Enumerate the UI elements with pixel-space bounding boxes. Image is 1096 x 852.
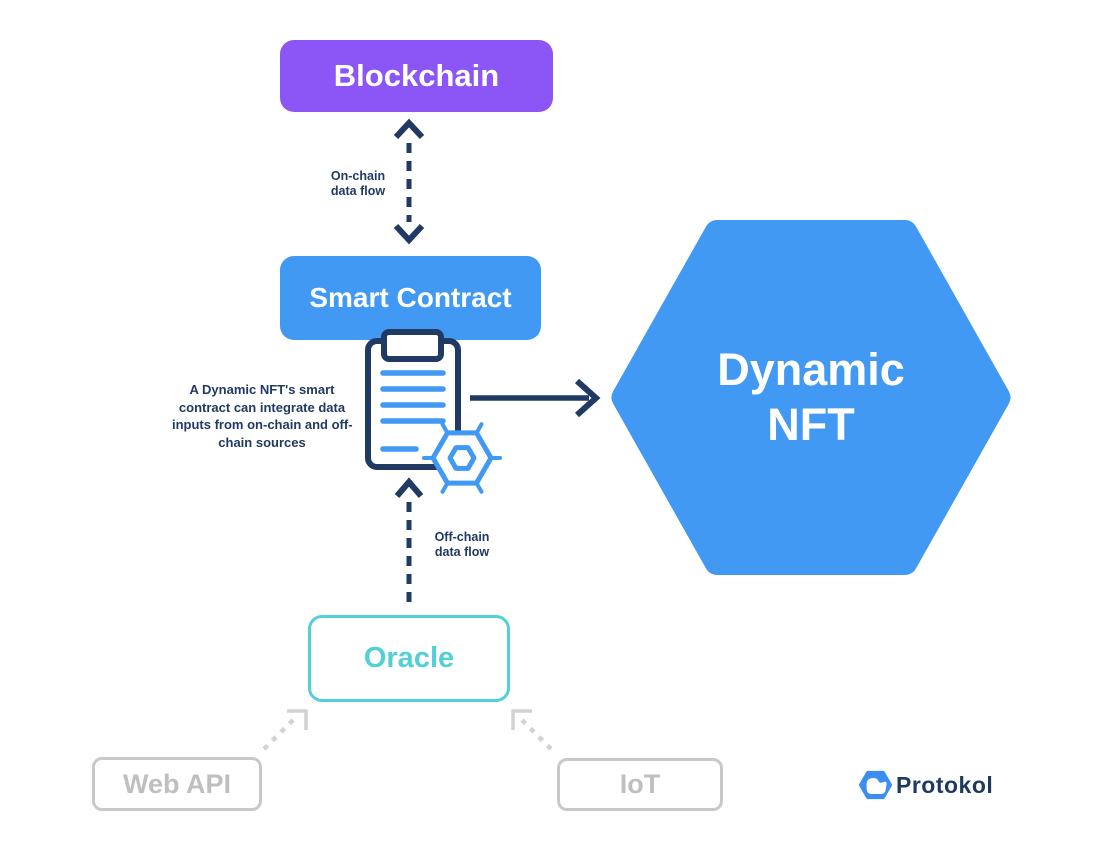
oracle-node: Oracle — [308, 615, 510, 702]
oracle-label: Oracle — [363, 642, 455, 674]
smart-contract-node: Smart Contract — [280, 256, 541, 340]
blockchain-label: Blockchain — [333, 58, 500, 93]
off-chain-line1: Off-chain — [434, 530, 490, 544]
dynamic-nft-label-line1: Dynamic — [717, 344, 905, 395]
dynamic-nft-label-line2: NFT — [767, 399, 855, 450]
web-api-node: Web API — [92, 757, 262, 811]
hexagon-seal-icon — [422, 422, 502, 494]
smart-contract-note: A Dynamic NFT's smart contract can integ… — [172, 381, 353, 451]
blockchain-node: Blockchain — [280, 40, 553, 112]
on-chain-arrow — [393, 118, 425, 245]
iot-node: IoT — [557, 758, 723, 811]
smart-contract-label: Smart Contract — [309, 282, 512, 313]
iot-label: IoT — [619, 769, 661, 799]
note-line-3: inputs from on-chain and off- — [172, 417, 353, 432]
web-api-label: Web API — [122, 768, 231, 799]
note-line-4: chain sources — [218, 434, 306, 450]
web-api-to-oracle-arrow — [262, 709, 308, 751]
note-line-2: contract can integrate data — [178, 399, 346, 415]
off-chain-arrow — [394, 477, 424, 608]
protokol-hexagon-icon — [859, 770, 892, 800]
off-chain-line2: data flow — [434, 545, 490, 559]
on-chain-line2: data flow — [330, 184, 386, 198]
dynamic-nft-label: Dynamic NFT — [612, 342, 1010, 452]
on-chain-line1: On-chain — [330, 169, 386, 183]
iot-to-oracle-arrow — [511, 709, 553, 751]
on-chain-flow-label: On-chain data flow — [327, 169, 389, 199]
contract-clipboard-icon — [365, 329, 461, 470]
protokol-wordmark: Protokol — [896, 772, 994, 798]
note-line-1: A Dynamic NFT's smart — [189, 382, 335, 397]
contract-to-nft-arrow — [470, 378, 601, 418]
off-chain-flow-label: Off-chain data flow — [431, 530, 493, 560]
